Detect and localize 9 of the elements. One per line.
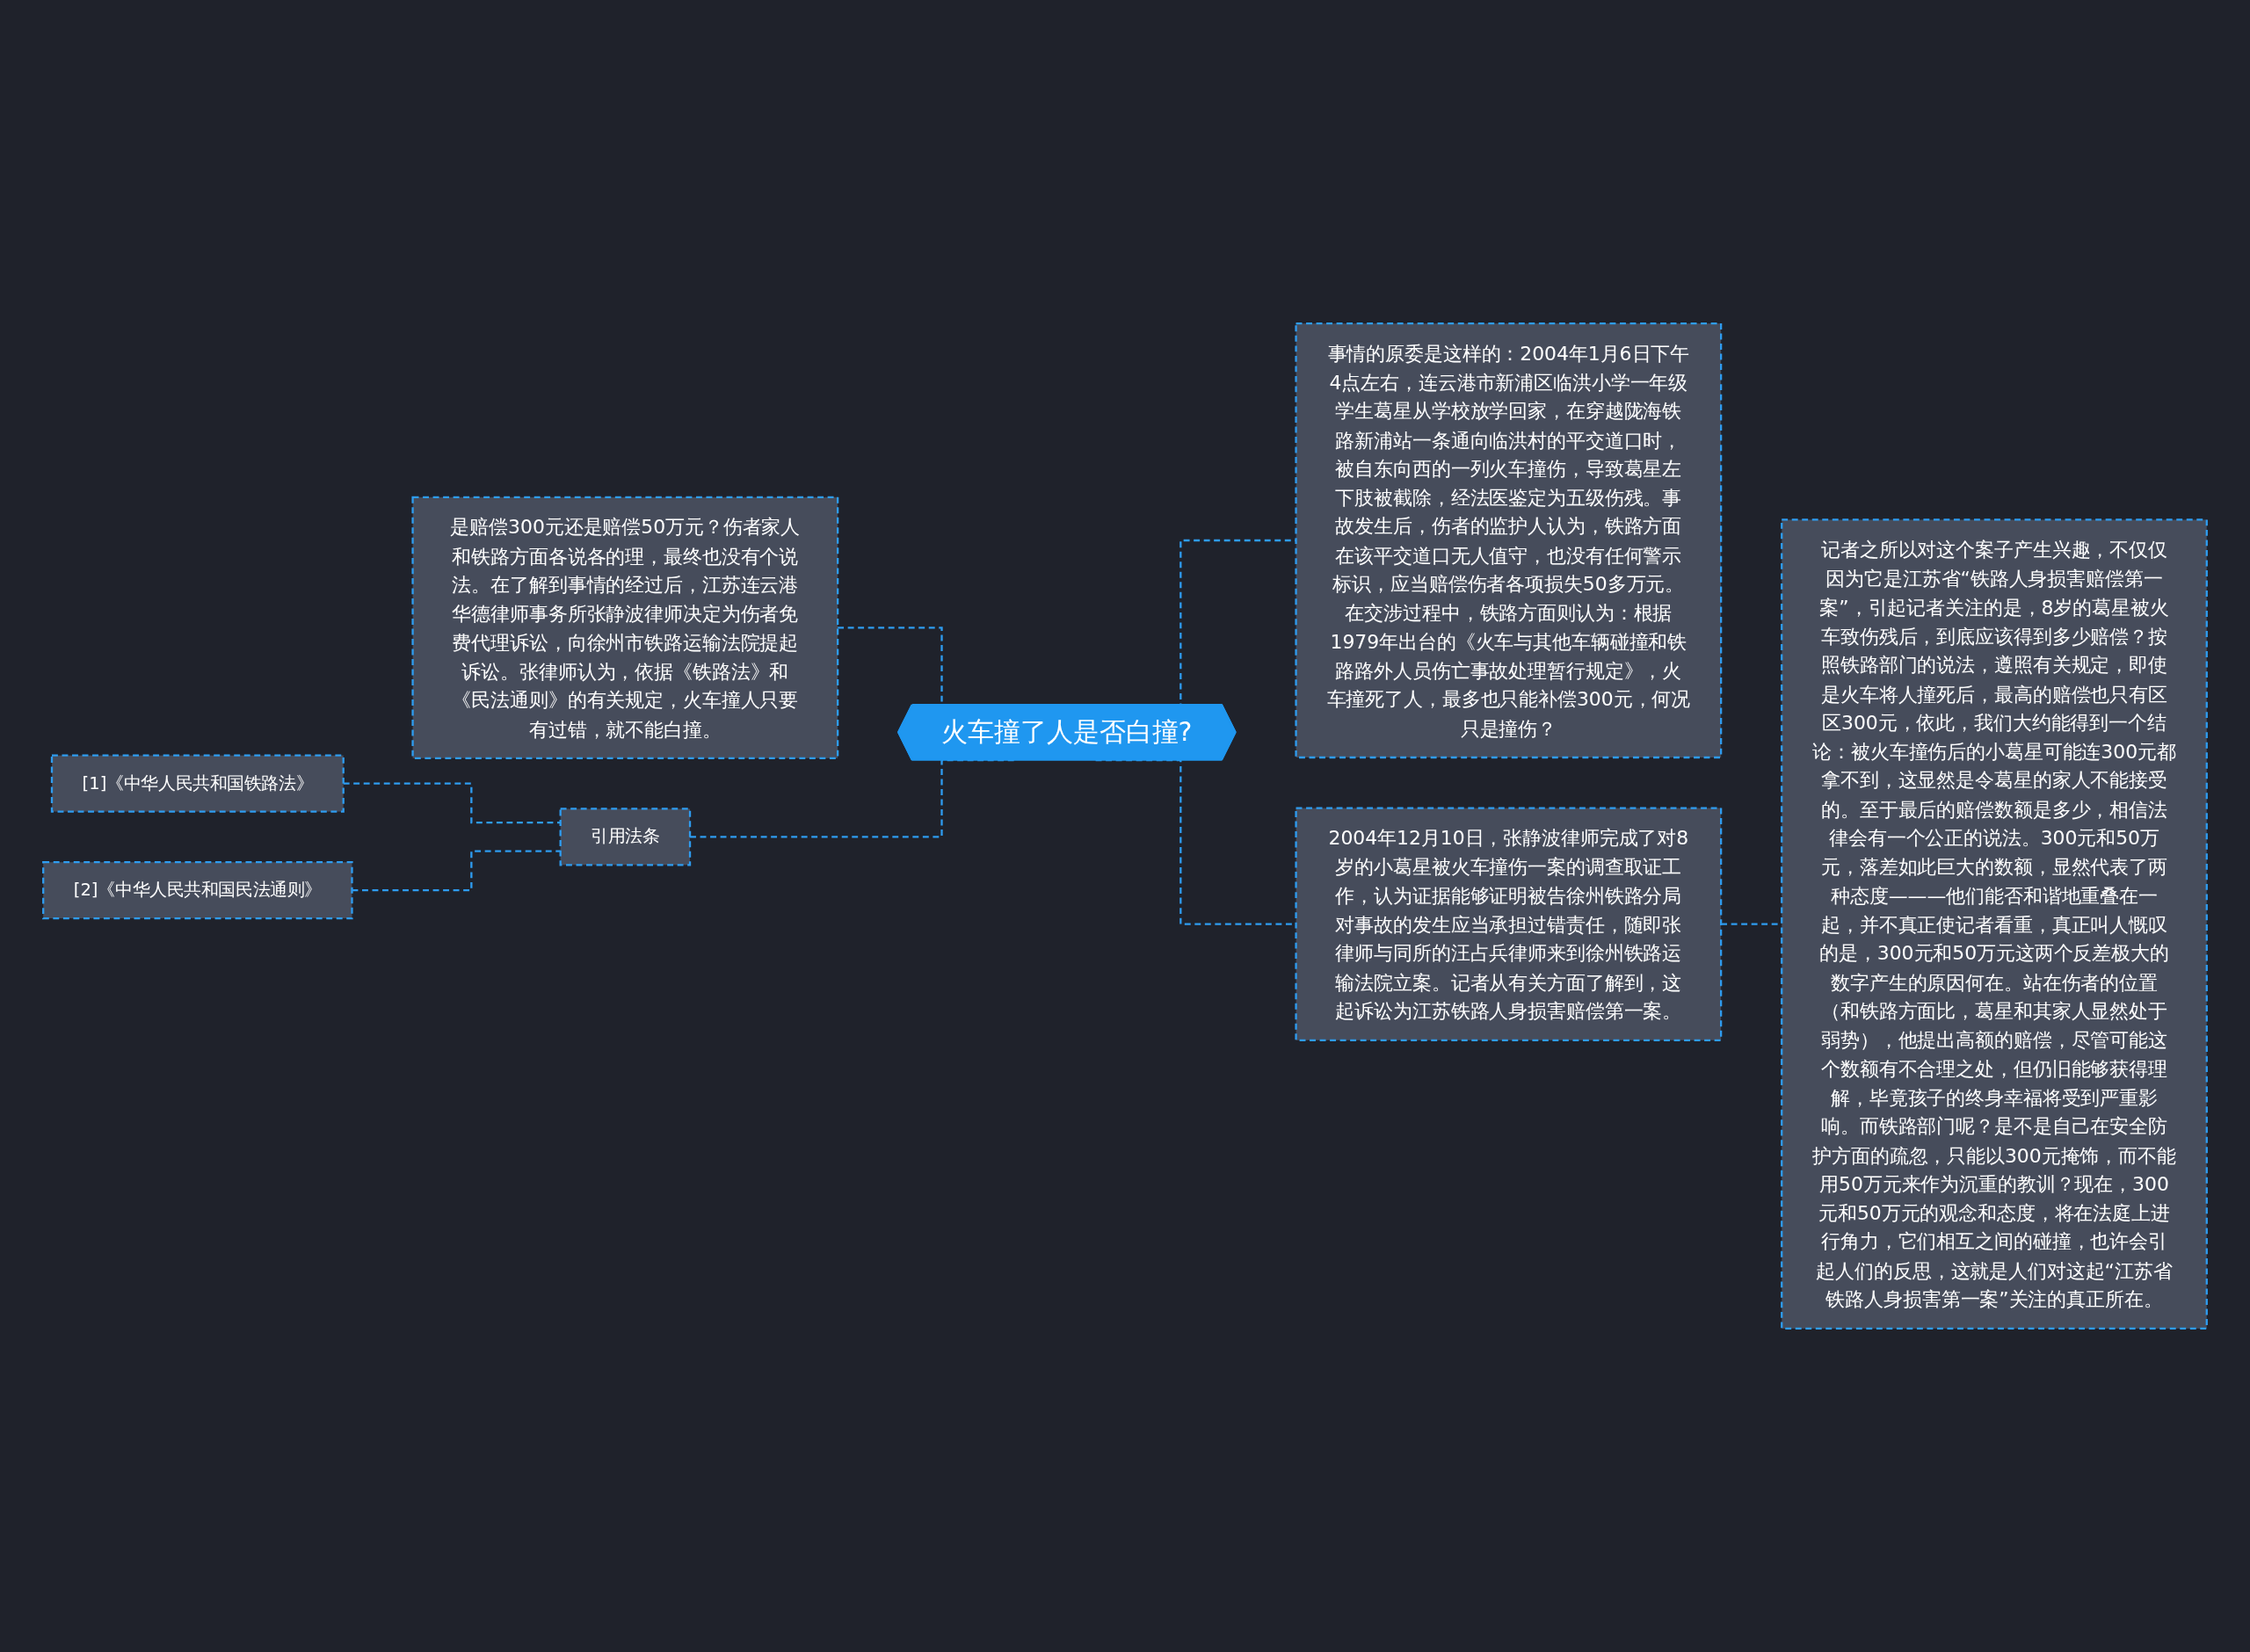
connector <box>343 782 561 824</box>
node-box: [1]《中华人民共和国铁路法》 <box>50 754 345 813</box>
node-box: 记者之所以对这个案子产生兴趣，不仅仅因为它是江苏省“铁路人身损害赔偿第一案”，引起记者关注的是，8岁的葛星被火车致伤残后，到底应该得到多少赔偿？按照铁路部门的说法，遵照有关规定，即使是火车将人撞死后，最高的赔偿也只有区区300元，依此，我们大约能得到一个结论：被火车撞伤后的小葛星可能连300元都拿不到，这显然是令葛星的家人不能接受的。至于最后的赔偿数额是多少，相信法律会有一个公正的说法。300元和50万元，落差如此巨大的数额，显然代表了两种态度———他们能否和谐地重叠在一起，并不真正使记者看重，真正叫人慨叹的是，300元和50万元这两个反差极大的数字产生的原因何在。站在伤者的位置（和铁路方面比，葛星和其家人显然处于弱势），他提出高额的赔偿，尽管可能这个数额有不合理之处，但仍旧能够获得理解，毕竟孩子的终身幸福将受到严重影响。而铁路部门呢？是不是自己在安全防护方面的疏忽，只能以300元掩饰，而不能用50万元来作为沉重的教训？现在，300元和50万元的观念和态度，将在法庭上进行角力，它们相互之间的碰撞，也许会引起人们的反思，这就是人们对这起“江苏省铁路人身损害第一案”关注的真正所在。 <box>1781 518 2208 1330</box>
node-box: 是赔偿300元还是赔偿50万元？伤者家人和铁路方面各说各的理，最终也没有个说法。在了解到事情的经过后，江苏连云港华德律师事务所张静波律师决定为伤者免费代理诉讼，向徐州市铁路运输法院提起诉讼。张律师认为，依据《铁路法》和《民法通则》的有关规定，火车撞人只要有过错，就不能白撞。 <box>411 496 839 759</box>
node-box: 2004年12月10日，张静波律师完成了对8岁的小葛星被火车撞伤一案的调查取证工作，认为证据能够证明被告徐州铁路分局对事故的发生应当承担过错责任，随即张律师与同所的汪占兵律师来到徐州铁路运输法院立案。记者从有关方面了解到，这起诉讼为江苏铁路人身损害赔偿第一案。 <box>1295 807 1723 1041</box>
node-box: 事情的原委是这样的：2004年1月6日下午4点左右，连云港市新浦区临洪小学一年级学生葛星从学校放学回家，在穿越陇海铁路新浦站一条通向临洪村的平交道口时，被自东向西的一列火车撞伤，导致葛星左下肢被截除，经法医鉴定为五级伤残。事故发生后，伤者的监护人认为，铁路方面在该平交道口无人值守，也没有任何警示标识，应当赔偿伤者各项损失50多万元。在交涉过程中，铁路方面则认为：根据1979年出台的《火车与其他车辆碰撞和铁路路外人员伤亡事故处理暂行规定》，火车撞死了人，最多也只能补偿300元，何况只是撞伤？ <box>1295 322 1723 759</box>
node-box: [2]《中华人民共和国民法通则》 <box>42 861 353 920</box>
connector <box>352 850 561 892</box>
node-box: 引用法条 <box>559 808 692 866</box>
